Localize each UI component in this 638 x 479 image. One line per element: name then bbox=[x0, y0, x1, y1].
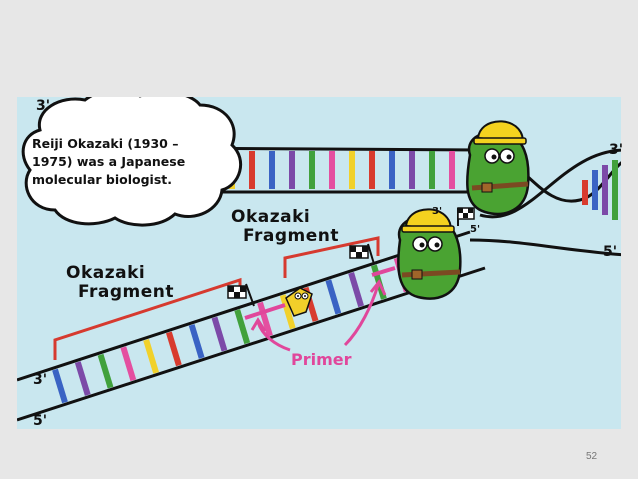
strand-end-fork-3: 3' bbox=[432, 206, 443, 217]
speech-bubble-text: Reiji Okazaki (1930 – 1975) was a Japane… bbox=[32, 136, 186, 187]
primase-character bbox=[285, 287, 313, 317]
flag-icon bbox=[349, 243, 375, 265]
flag-icon bbox=[227, 283, 255, 307]
primer-arrow-right bbox=[343, 284, 380, 347]
primer-left bbox=[244, 303, 286, 320]
base-pair-rung bbox=[279, 294, 296, 330]
helicase-character-lower bbox=[397, 208, 462, 300]
base-pair-rung bbox=[234, 309, 251, 345]
strand-end-right-bottom: 5' bbox=[603, 244, 618, 260]
flag-icon bbox=[457, 207, 475, 226]
right-helix bbox=[469, 148, 621, 257]
base-pair-rung bbox=[143, 338, 159, 374]
primer-label: Primer bbox=[291, 350, 352, 369]
helicase-character-upper bbox=[465, 120, 530, 216]
base-pair-rung bbox=[348, 271, 364, 308]
base-pair-rung bbox=[188, 324, 205, 359]
base-pair-rung bbox=[120, 346, 137, 382]
strand-end-lagging-5: 5' bbox=[33, 413, 48, 429]
base-pair-rung bbox=[325, 279, 342, 315]
base-pair-rung bbox=[74, 361, 91, 396]
primer-arrow-left bbox=[256, 321, 291, 352]
strand-end-right-top: 3' bbox=[609, 142, 624, 158]
speech-bubble bbox=[21, 97, 243, 227]
okazaki-fragment-label-left: Okazaki Fragment bbox=[66, 263, 175, 302]
okazaki-fragment-bracket-right bbox=[283, 236, 380, 278]
strand-end-fork-5: 5' bbox=[470, 224, 481, 235]
base-pair-rung bbox=[97, 353, 114, 389]
base-pair-rung bbox=[166, 331, 182, 367]
primer-right bbox=[371, 266, 396, 277]
okazaki-fragment-label-top: Okazaki Fragment bbox=[231, 207, 340, 246]
base-pair-rung bbox=[211, 316, 228, 352]
base-pair-rung bbox=[52, 368, 68, 404]
page-number: 52 bbox=[586, 451, 598, 462]
lagging-strand bbox=[17, 230, 486, 422]
strand-end-lagging-3: 3' bbox=[33, 372, 48, 388]
strand-end-top-left: 3' bbox=[36, 98, 51, 114]
base-pair-rung bbox=[257, 301, 273, 337]
